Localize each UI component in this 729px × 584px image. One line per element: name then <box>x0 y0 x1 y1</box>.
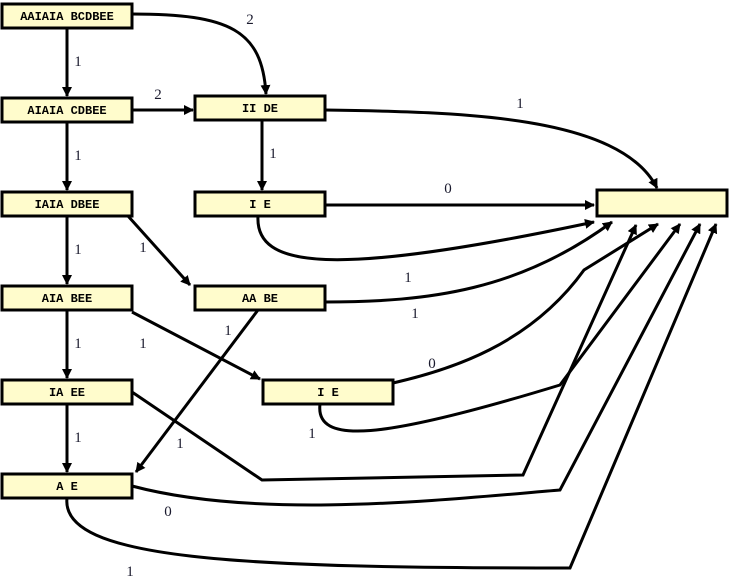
node-box <box>0 378 134 406</box>
edge-label: 1 <box>139 240 147 256</box>
edge-n3-to-target <box>324 108 659 189</box>
node-n8[interactable]: IA EE <box>0 378 134 406</box>
node-n6[interactable]: AIA BEE <box>0 284 134 312</box>
node-box <box>0 190 134 218</box>
edge-n4-to-n7 <box>126 214 192 287</box>
node-n2[interactable]: AIAIA CDBEE <box>0 96 134 124</box>
node-label: I E <box>249 198 271 212</box>
node-box <box>193 284 327 312</box>
node-target[interactable] <box>595 188 729 218</box>
node-box <box>0 472 134 500</box>
node-box <box>595 188 729 218</box>
edge-label: 1 <box>74 242 82 258</box>
edge-label: 1 <box>269 146 277 162</box>
edge-label: 1 <box>74 148 82 164</box>
edge-n1-to-n3 <box>131 12 271 95</box>
node-n10[interactable]: A E <box>0 472 134 500</box>
node-box <box>0 284 134 312</box>
node-box <box>193 190 327 218</box>
edge-label: 1 <box>74 336 82 352</box>
edge-label: 2 <box>246 12 254 28</box>
node-n4[interactable]: IAIA DBEE <box>0 190 134 218</box>
edge-label: 1 <box>74 54 82 70</box>
node-label: A E <box>56 480 78 494</box>
node-label: IAIA DBEE <box>35 198 100 212</box>
node-box <box>0 96 134 124</box>
edge-label: 0 <box>164 504 172 520</box>
edge-labels-layer: 1 2 2 1 1 1 1 1 0 1 1 1 1 1 1 1 0 1 0 1 <box>74 12 524 580</box>
node-box <box>261 378 395 406</box>
node-n5[interactable]: I E <box>193 190 327 218</box>
node-label: AAIAIA BCDBEE <box>20 10 114 24</box>
node-box <box>0 2 134 30</box>
edge-n9-to-target <box>318 223 682 433</box>
edge-label: 1 <box>404 270 412 286</box>
edge-label: 1 <box>126 564 134 580</box>
node-label: II DE <box>242 102 278 116</box>
node-n1[interactable]: AAIAIA BCDBEE <box>0 2 134 30</box>
edge-label: 1 <box>411 306 419 322</box>
edge-n10-to-target <box>65 223 718 570</box>
edge-label: 1 <box>516 96 524 112</box>
node-n3[interactable]: II DE <box>193 94 327 122</box>
edge-label: 1 <box>139 336 147 352</box>
edges-layer <box>62 12 718 570</box>
edge-label: 1 <box>224 323 232 339</box>
node-box <box>193 94 327 122</box>
node-label: I E <box>317 386 339 400</box>
edge-label: 0 <box>444 181 452 197</box>
edge-label: 1 <box>176 436 184 452</box>
node-label: AA BE <box>242 292 278 306</box>
edge-n7-to-n10 <box>134 309 260 473</box>
node-label: IA EE <box>49 386 85 400</box>
edge-label: 0 <box>428 356 436 372</box>
edge-n10-to-target <box>131 223 702 507</box>
edge-label: 1 <box>74 430 82 446</box>
edge-n8-to-target <box>131 224 638 482</box>
node-n9[interactable]: I E <box>261 378 395 406</box>
edge-n5-to-target <box>256 215 595 262</box>
edge-n9-to-target <box>392 222 659 385</box>
node-label: AIAIA CDBEE <box>27 104 106 118</box>
edge-n6-to-n9 <box>131 310 261 381</box>
edge-label: 2 <box>154 87 162 103</box>
node-n7[interactable]: AA BE <box>193 284 327 312</box>
edge-n7-to-target <box>324 220 613 304</box>
nodes-layer: AAIAIA BCDBEE AIAIA CDBEE II DE IAIA DBEE I … <box>0 2 729 500</box>
edge-label: 1 <box>308 426 316 442</box>
node-label: AIA BEE <box>42 292 92 306</box>
